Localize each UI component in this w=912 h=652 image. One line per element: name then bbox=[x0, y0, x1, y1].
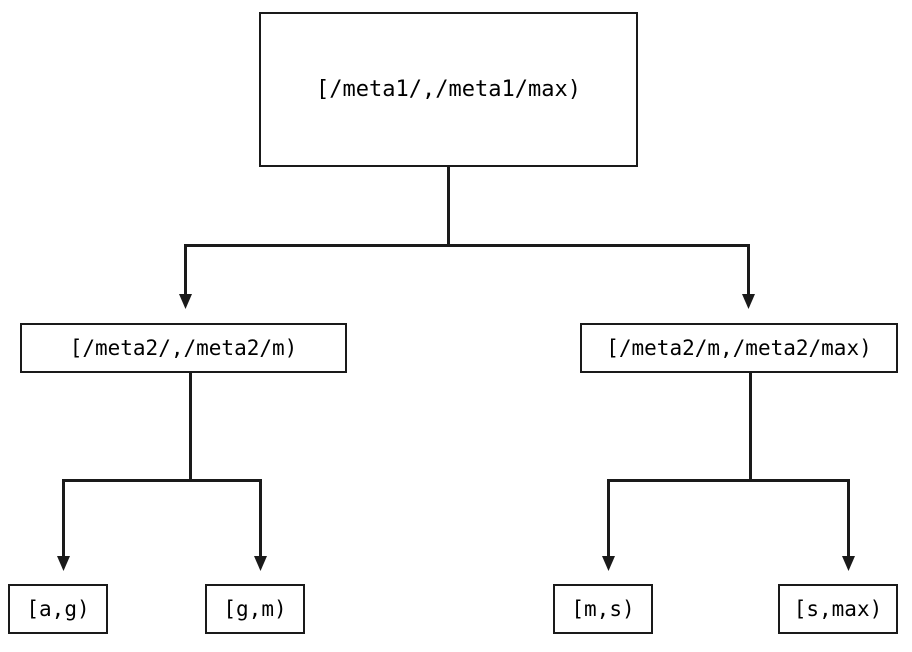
tree-node-leaf-4: [s,max) bbox=[778, 584, 898, 634]
tree-node-leaf-3: [m,s) bbox=[553, 584, 653, 634]
arrowhead-icon bbox=[254, 556, 267, 571]
tree-node-leaf-1: [a,g) bbox=[8, 584, 108, 634]
arrowhead-icon bbox=[602, 556, 615, 571]
tree-node-mid-left-label: [/meta2/,/meta2/m) bbox=[69, 336, 298, 360]
arrowhead-icon bbox=[742, 294, 755, 309]
edge-midright-leaf-4 bbox=[750, 479, 855, 571]
tree-node-leaf-2-label: [g,m) bbox=[223, 597, 287, 621]
tree-node-leaf-2: [g,m) bbox=[205, 584, 305, 634]
tree-node-leaf-3-label: [m,s) bbox=[571, 597, 635, 621]
arrowhead-icon bbox=[57, 556, 70, 571]
edge-midleft-leaf-2 bbox=[190, 479, 267, 571]
edge-root-mid-right bbox=[448, 244, 755, 309]
arrowhead-icon bbox=[842, 556, 855, 571]
tree-node-mid-left: [/meta2/,/meta2/m) bbox=[20, 323, 347, 373]
tree-node-root-label: [/meta1/,/meta1/max) bbox=[316, 77, 581, 102]
edge-root-mid-left bbox=[179, 167, 450, 309]
arrowhead-icon bbox=[179, 294, 192, 309]
edge-midright-leaf-3 bbox=[602, 373, 752, 571]
tree-node-root: [/meta1/,/meta1/max) bbox=[259, 12, 638, 167]
tree-node-mid-right: [/meta2/m,/meta2/max) bbox=[580, 323, 898, 373]
tree-node-mid-right-label: [/meta2/m,/meta2/max) bbox=[606, 336, 872, 360]
tree-node-leaf-4-label: [s,max) bbox=[793, 597, 883, 621]
tree-node-leaf-1-label: [a,g) bbox=[26, 597, 90, 621]
edge-midleft-leaf-1 bbox=[57, 373, 192, 571]
